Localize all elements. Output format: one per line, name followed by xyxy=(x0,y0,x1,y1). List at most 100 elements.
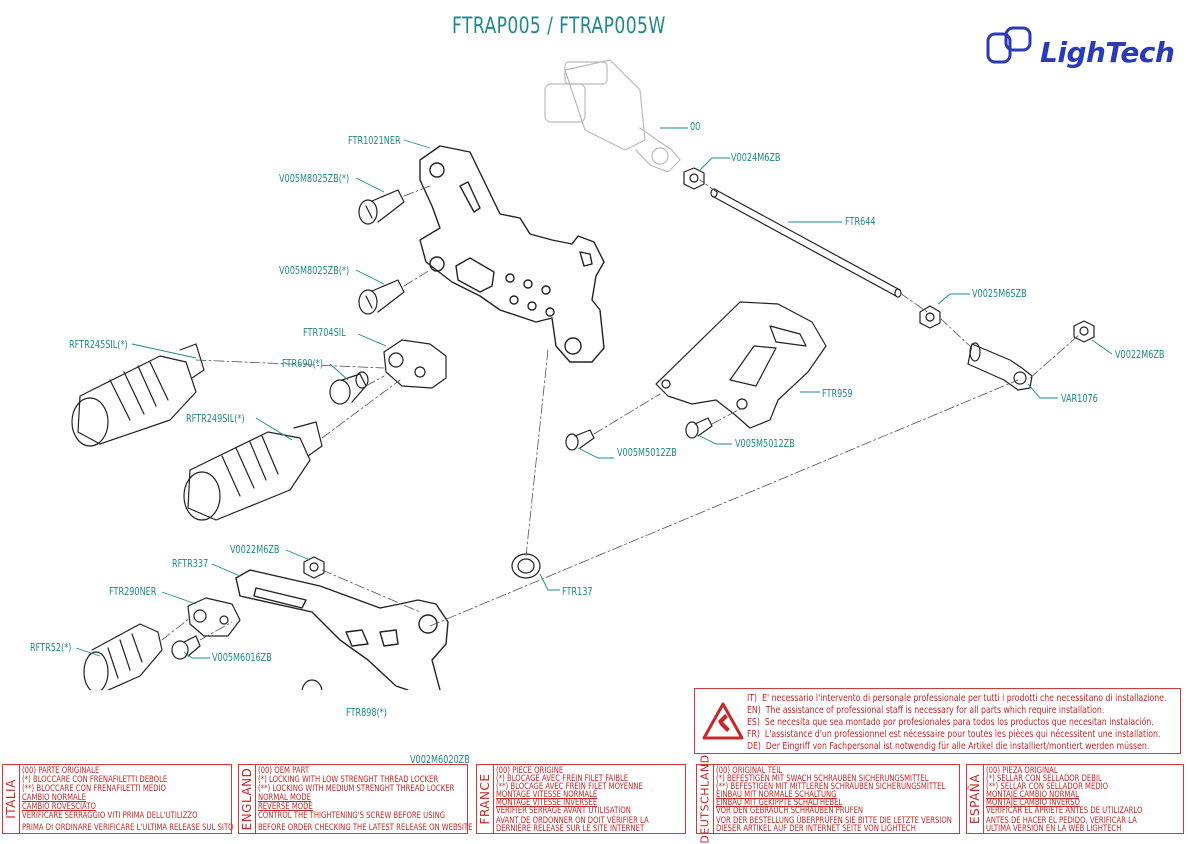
warning-code: FR) xyxy=(747,729,760,740)
legend-line: (**) BEFESTIGEN MIT MITTLEREN SCHRAUBEN … xyxy=(716,782,946,792)
legend-england: ENGLAND (00) OEM PART (*) LOCKING WITH L… xyxy=(238,764,472,834)
part-label: FTR704SIL xyxy=(303,326,346,339)
legend-line: (00) PIECE ORIGINE xyxy=(496,766,564,776)
shift-rod xyxy=(710,188,902,298)
installation-warning: IT) E' necessario l'intervento di person… xyxy=(694,688,1181,754)
main-bracket xyxy=(419,145,605,363)
logo-wordmark: LighTech xyxy=(1040,36,1175,69)
legend-line: REVERSE MODE xyxy=(258,802,313,812)
bolt-6016 xyxy=(171,635,201,660)
warning-triangle-icon xyxy=(702,702,744,740)
part-label: FTR1021NER xyxy=(348,134,401,147)
legend-line: (**) SELLAR CON SELLADOR MEDIO xyxy=(986,782,1109,792)
drawing-title: FTRAP005 / FTRAP005W xyxy=(452,14,666,39)
warning-code: DE) xyxy=(747,741,761,752)
nut-mid xyxy=(919,305,941,329)
language-name: ESPAÑA xyxy=(968,773,982,825)
part-label: V005M5012ZB xyxy=(735,437,795,450)
part-label: V0024M6ZB xyxy=(731,151,781,164)
part-label: RFTR245SIL(*) xyxy=(69,338,128,351)
part-label: V005M8025ZB(*) xyxy=(279,172,350,185)
part-label: V002M6020ZB xyxy=(410,753,470,766)
part-label: V0022M6ZB xyxy=(230,543,280,556)
legend-line: EINBAU MIT NORMALE SCHALTUNG xyxy=(716,790,837,800)
warning-code: ES) xyxy=(747,717,760,728)
legend-line: EINBAU MIT GEKIPPTE SCHALTHEBEL xyxy=(716,798,843,808)
legend-line: BEFORE ORDER CHECKING THE LATEST RELEASE… xyxy=(258,823,473,833)
nut-right xyxy=(1073,320,1095,343)
legend-line: PRIMA DI ORDINARE VERIFICARE L'ULTIMA RE… xyxy=(22,823,234,833)
part-label: FTR137 xyxy=(562,585,593,598)
rod-end xyxy=(967,342,1033,391)
legend-italia: ITALIA (00) PARTE ORIGINALE (*) BLOCCARE… xyxy=(2,764,234,834)
warning-code: IT) xyxy=(747,693,758,704)
part-label: V005M6016ZB xyxy=(212,651,272,664)
washer-137 xyxy=(511,553,541,579)
legend-line: (00) OEM PART xyxy=(258,766,310,776)
exploded-view-drawing xyxy=(71,59,1113,690)
part-label: V005M5012ZB xyxy=(617,446,677,459)
heel-guard xyxy=(655,301,827,429)
screw-left xyxy=(565,429,595,451)
part-label: FTR959 xyxy=(822,387,853,400)
original-part-ghost xyxy=(544,59,681,173)
language-name: ENGLAND xyxy=(240,767,254,831)
legend-line: CONTROL THE THIGHTENING'S SCREW BEFORE U… xyxy=(258,811,446,821)
gear-peg xyxy=(83,623,163,690)
legend-line: DERNIÈRE RELEASE SUR LE SITE INTERNET xyxy=(496,824,645,834)
part-label: VAR1076 xyxy=(1061,392,1098,405)
warning-code: EN) xyxy=(747,705,761,716)
legend-line: VERIFICAR EL APRIETE ANTES DE UTILIZARLO xyxy=(986,806,1143,816)
screw-right xyxy=(685,417,713,439)
part-label: RFTR337 xyxy=(172,557,209,570)
legend-line: CAMBIO ROVESCIATO xyxy=(22,802,96,812)
spacer-898 xyxy=(301,679,323,690)
legend-line: MONTAGE VITESSE INVERSEE xyxy=(496,798,598,808)
bolt-lower xyxy=(358,279,405,315)
legend-line: (00) PARTE ORIGINALE xyxy=(22,766,100,776)
assembly-lines xyxy=(161,179,1081,641)
nut-top xyxy=(683,167,705,190)
part-label: FTR290NER xyxy=(109,585,157,598)
language-name: ITALIA xyxy=(4,779,18,819)
legend-deutschland: DEUTSCHLAND (00) ORIGINAL TEIL (*) BEFES… xyxy=(696,754,960,844)
legend-line: (**) BLOCAGE AVEC FREIN FILET MOYENNE xyxy=(496,782,643,792)
legend-line: (*) SELLAR CON SELLADOR DEBIL xyxy=(986,774,1102,784)
legend-line: AVANT DE ORDONNER ON DOIT VÉRIFIER LA xyxy=(496,816,649,826)
part-label: 00 xyxy=(690,120,701,133)
legend-line: (**) BLOCCARE CON FRENAFILETTI MEDIO xyxy=(22,784,166,794)
legend-line: NORMAL MODE xyxy=(258,793,311,803)
part-label: V0025M6SZB xyxy=(972,287,1027,300)
shift-lever xyxy=(235,569,449,690)
warning-text: L'assistance d'un professionnel est néce… xyxy=(764,729,1161,740)
spacer-690 xyxy=(329,371,369,405)
language-name: DEUTSCHLAND xyxy=(698,754,712,844)
legend-line: (00) ORIGINAL TEIL xyxy=(716,766,783,776)
legend-line: (*) BLOCCARE CON FRENAFILETTI DEBOLE xyxy=(22,775,168,785)
legend-line: ULTIMA VERSION EN LA WEB LIGHTECH xyxy=(986,824,1122,834)
legend-france: FRANCE (00) PIECE ORIGINE (*) BLOCAGE AV… xyxy=(476,764,686,834)
legend-line: VOR DEN GEBRAUCH SCHRAUBEN PRUFEN xyxy=(716,806,864,816)
legend-line: (00) PIEZA ORIGINAL xyxy=(986,766,1058,776)
legend-line: (**) LOCKING WITH MEDIUM STRENGHT THREAD… xyxy=(258,784,455,794)
warning-text: Der Eingriff von Fachpersonal ist notwen… xyxy=(765,741,1150,752)
part-label: FTR898(*) xyxy=(346,706,387,719)
part-label: RFTR52(*) xyxy=(30,641,72,654)
part-label: FTR690(*) xyxy=(282,357,323,370)
part-label: V005M8025ZB(*) xyxy=(279,264,350,277)
legend-line: CAMBIO NORMALE xyxy=(22,793,86,803)
part-label: FTR644 xyxy=(845,215,876,228)
lightech-logo xyxy=(986,26,1032,64)
lever-plate-290 xyxy=(187,597,241,637)
legend-line: (*) BEFESTIGEN MIT SWACH SCHRAUBEN SICHE… xyxy=(716,774,929,784)
part-label: RFTR249SIL(*) xyxy=(186,412,245,425)
legend-line: MONTAJE CAMBIO NORMAL xyxy=(986,790,1079,800)
nut-lower xyxy=(303,556,325,579)
legend-line: ANTES DE HACER EL PEDIDO, VERIFICAR LA xyxy=(986,816,1137,826)
legend-line: VERIFIER SERRAGE AVANT UTILISATION xyxy=(496,806,631,816)
legend-line: MONTAJE CAMBIO INVERSO xyxy=(986,798,1080,808)
warning-text: Se necesita que sea montado por profesio… xyxy=(764,717,1154,728)
part-label: V0022M6ZB xyxy=(1115,348,1165,361)
legend-line: (*) LOCKING WITH LOW STRENGHT THREAD LOC… xyxy=(258,775,439,785)
warning-text: The assistance of professional staff is … xyxy=(765,705,1105,716)
